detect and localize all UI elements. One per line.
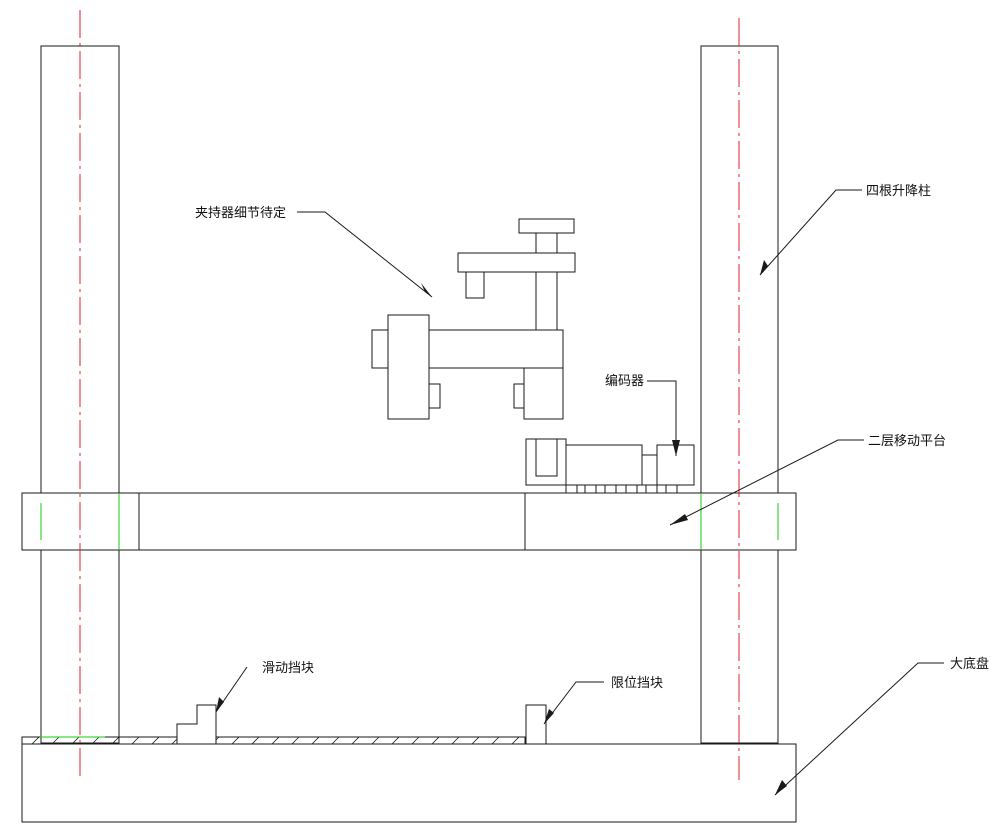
rail-hatch-line — [71, 736, 80, 745]
rail-hatch-line — [231, 736, 240, 745]
label-lift-columns: 四根升降柱 — [866, 184, 931, 199]
rail-hatch-line — [431, 736, 440, 745]
label-sliding-block: 滑动挡块 — [262, 661, 314, 676]
label-gripper: 夹持器细节待定 — [195, 206, 286, 221]
gripper-assembly — [371, 218, 695, 494]
rail-hatch-line — [351, 736, 360, 745]
rail-hatch-line — [391, 736, 400, 745]
rail-hatch-line — [91, 736, 100, 745]
label-base-plate: 大底盘 — [950, 656, 989, 672]
arrowheads — [216, 260, 787, 795]
rail-hatch-line — [471, 736, 480, 745]
rail-hatch-line — [131, 736, 140, 745]
base-plate — [21, 743, 797, 823]
leaders — [215, 189, 944, 796]
sliding-block — [176, 704, 217, 745]
rail-hatch-line — [451, 736, 460, 745]
rail-hatch-line — [491, 736, 500, 745]
label-encoder: 编码器 — [605, 374, 644, 389]
rail-hatch-line — [331, 736, 340, 745]
rail-hatch-line — [51, 736, 60, 745]
rail-hatch-line — [511, 736, 520, 745]
moving-platform — [21, 492, 797, 551]
rail-hatch-line — [371, 736, 380, 745]
rail-hatch-line — [311, 736, 320, 745]
rail-hatch-line — [251, 736, 260, 745]
label-limit-block: 限位挡块 — [611, 676, 663, 691]
rail-hatch-line — [291, 736, 300, 745]
rail-hatch-line — [411, 736, 420, 745]
label-moving-platform: 二层移动平台 — [868, 434, 946, 449]
rail-hatch-line — [271, 736, 280, 745]
rail-hatch-line — [151, 736, 160, 745]
limit-block — [525, 704, 547, 745]
rail-hatch-line — [111, 736, 120, 745]
hidden-lines — [40, 493, 779, 550]
rail-hatch-line — [31, 736, 40, 745]
